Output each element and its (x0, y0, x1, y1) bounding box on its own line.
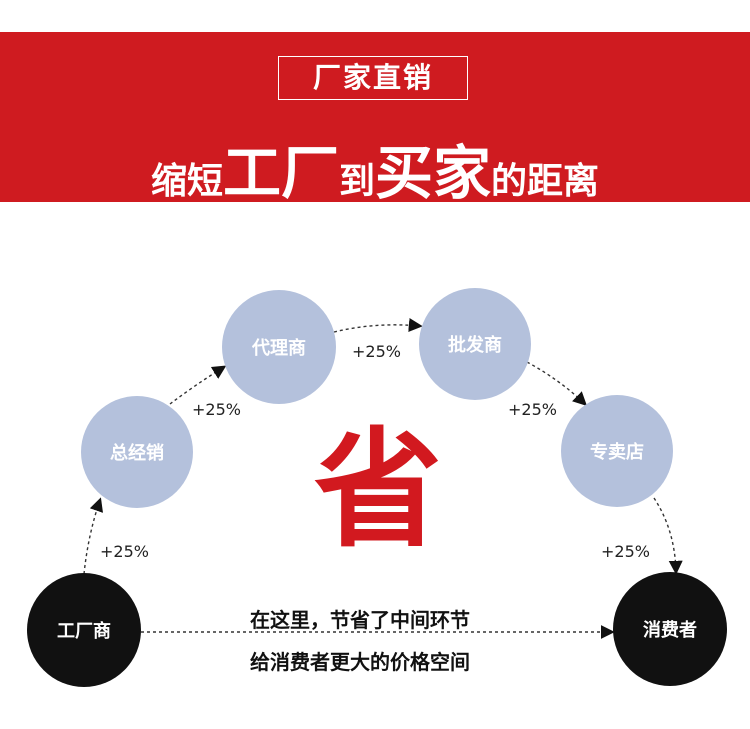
node-general-label: 总经销 (110, 443, 164, 464)
node-factory: 工厂商 (27, 573, 141, 687)
node-wholesale-label: 批发商 (448, 335, 502, 356)
arrow-agent-to-wholesale (333, 318, 423, 333)
headline-part-2: 工厂 (222, 139, 339, 207)
factory-direct-tag: 厂家直销 (278, 56, 468, 100)
arrow-specialty-to-consumer (653, 497, 683, 575)
markup-specialty-consumer: +25% (601, 542, 650, 561)
node-wholesaler: 批发商 (419, 288, 531, 400)
message-line-1: 在这里，节省了中间环节 (250, 608, 470, 632)
node-consumer: 消费者 (613, 572, 727, 686)
arrow-wholesale-to-specialty (526, 361, 588, 406)
node-factory-label: 工厂商 (57, 621, 111, 642)
arrow-general-to-agent (169, 365, 227, 405)
node-agent-label: 代理商 (252, 338, 306, 359)
headline-part-4: 买家 (375, 139, 492, 207)
node-consumer-label: 消费者 (643, 620, 697, 641)
node-specialty-label: 专卖店 (590, 442, 644, 463)
markup-general-agent: +25% (192, 400, 241, 419)
headline-part-3: 到 (338, 161, 375, 202)
arrow-factory-to-general (83, 497, 103, 575)
node-general-distributor: 总经销 (81, 396, 193, 508)
markup-factory-general: +25% (100, 542, 149, 561)
node-agent: 代理商 (222, 290, 336, 404)
headline: 缩短工厂到买家的距离 (0, 126, 750, 207)
headline-part-5: 的距离 (491, 161, 600, 202)
headline-part-1: 缩短 (150, 161, 223, 202)
message-line-2: 给消费者更大的价格空间 (250, 650, 470, 674)
markup-agent-wholesale: +25% (352, 342, 401, 361)
markup-wholesale-specialty: +25% (508, 400, 557, 419)
node-specialty-store: 专卖店 (561, 395, 673, 507)
save-character: 省 (313, 416, 442, 565)
header-banner (0, 32, 750, 202)
